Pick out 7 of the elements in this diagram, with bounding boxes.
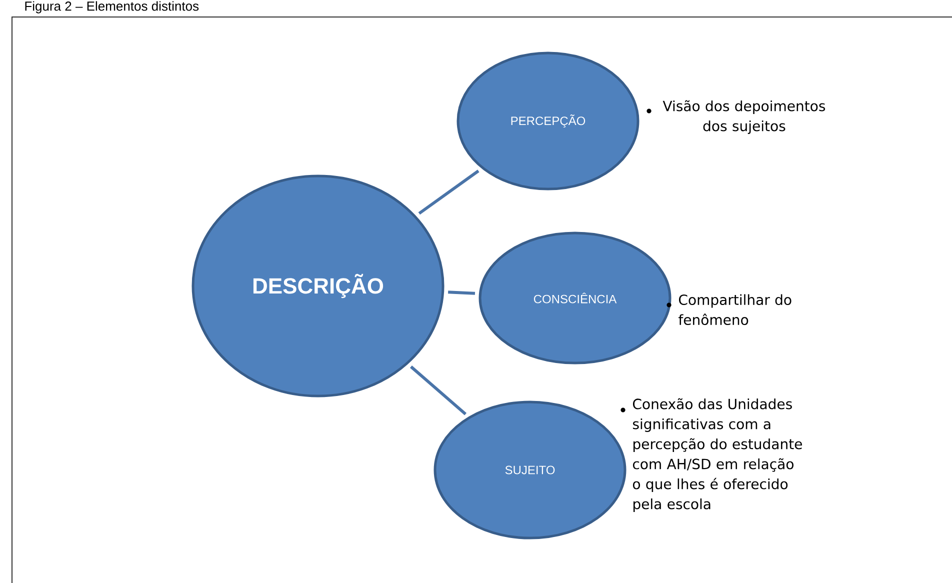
connector-line bbox=[448, 290, 476, 295]
connector-line bbox=[418, 170, 480, 215]
bullet-note: Visão dos depoimentos dos sujeitos bbox=[662, 100, 826, 134]
figure-title: Figura 2 – Elementos distintos bbox=[25, 1, 199, 14]
bullet-note: Conexão das Unidades significativas com a percepção do estudante com AH/SD em relação o que lhes é oferecido pela escola bbox=[632, 398, 802, 512]
connector-line bbox=[410, 366, 467, 416]
bullet-note: Compartilhar do fenômeno bbox=[678, 294, 792, 326]
